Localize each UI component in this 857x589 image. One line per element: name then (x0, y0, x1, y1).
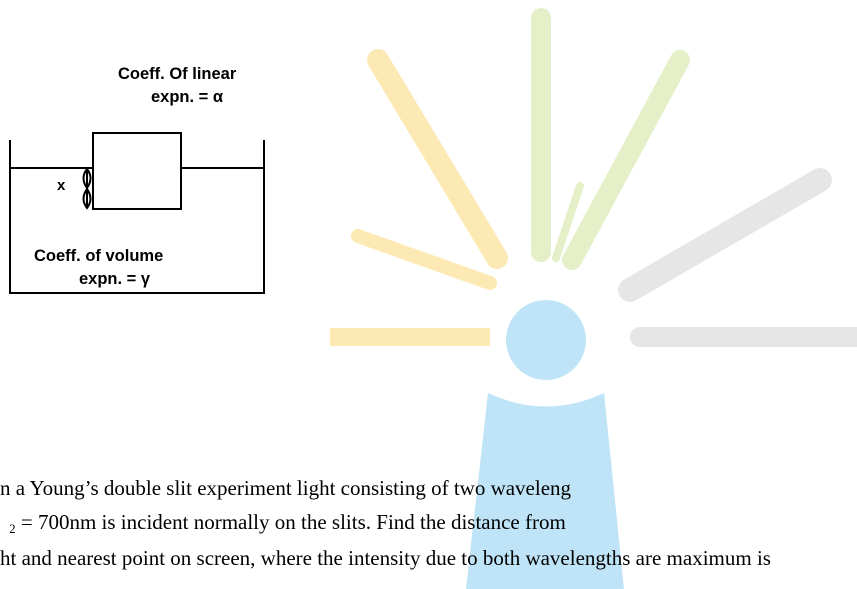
question-line-2-rest: is incident normally on the slits. Find … (96, 510, 566, 534)
watermark-body (466, 393, 624, 589)
watermark-head (506, 300, 586, 380)
question-line-3: ht and nearest point on screen, where th… (0, 546, 771, 570)
watermark-ray-green-right (562, 50, 690, 270)
lambda-subscript: 2 (9, 521, 16, 536)
watermark-ray-green-thin (552, 182, 584, 262)
solid-coeff-label-line1: Coeff. Of linear (118, 65, 237, 83)
question-line-2: λ2 = 700nm is incident normally on the s… (0, 510, 566, 537)
solid-coeff-label-line2: expn. = α (151, 88, 224, 106)
floating-block (92, 132, 182, 210)
watermark-figure (466, 300, 624, 589)
wavelength-value: = 700 (15, 510, 70, 534)
watermark-ray-yellow-long (367, 49, 508, 269)
container-outline (9, 168, 265, 294)
watermark-ray-gray-long (618, 168, 832, 302)
watermark-bar-yellow (330, 328, 490, 346)
liquid-coeff-label-line1: Coeff. of volume (34, 247, 164, 265)
wavelength-unit: nm (69, 510, 97, 534)
depth-label: x (57, 177, 66, 194)
container-left-rim (9, 140, 92, 169)
watermark-rays (351, 8, 857, 347)
liquid-coeff-label-line2: expn. = γ (79, 270, 151, 288)
watermark-ray-yellow-short (351, 229, 497, 290)
depth-arrow-head-bottom (82, 187, 92, 210)
container-right-rim (181, 140, 265, 169)
question-line-1: n a Young’s double slit experiment light… (0, 476, 572, 500)
physics-diagram (9, 132, 265, 294)
